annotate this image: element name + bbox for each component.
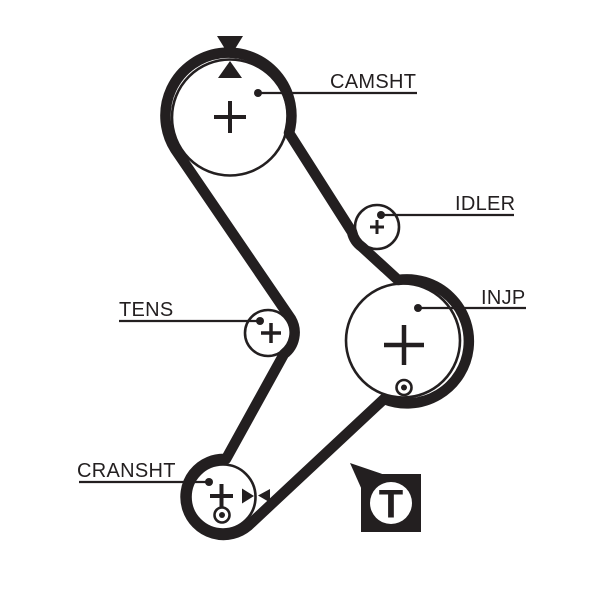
leader-lines <box>79 89 526 486</box>
t-marker-letter: T <box>379 483 403 527</box>
timing-belt <box>160 47 475 541</box>
t-marker: T <box>350 463 421 532</box>
injection-pump-leader-dot <box>414 304 422 312</box>
camshaft-timing-arrows <box>217 36 243 78</box>
camshaft-arrow-down-icon <box>217 36 243 57</box>
tensioner-center-cross <box>261 323 281 343</box>
camshaft-leader-dot <box>254 89 262 97</box>
injection-pump-label: INJP <box>481 287 526 309</box>
crankshaft-label: CRANSHT <box>77 460 176 482</box>
idler-label: IDLER <box>455 193 515 215</box>
crankshaft-arrow-right-icon <box>242 488 254 504</box>
camshaft-center-cross <box>214 101 246 133</box>
tensioner-label: TENS <box>119 299 174 321</box>
injection-pump-bolt-dot <box>401 384 407 391</box>
labels: CAMSHT IDLER INJP TENS CRANSHT <box>77 71 526 482</box>
tensioner-leader-dot <box>256 317 264 325</box>
crankshaft-arrow-left-icon <box>258 489 270 503</box>
idler-center-cross <box>370 220 384 234</box>
camshaft-label: CAMSHT <box>330 71 416 93</box>
crankshaft-leader-dot <box>205 478 213 486</box>
crankshaft-center-cross <box>210 484 233 508</box>
bolt-marks <box>213 378 413 524</box>
camshaft-arrow-up-icon <box>218 61 242 78</box>
t-marker-circle <box>370 482 412 524</box>
crankshaft-timing-arrows <box>242 488 270 504</box>
idler-leader-dot <box>377 211 385 219</box>
pulley-center-marks <box>210 101 424 508</box>
injection-pump-center-cross <box>384 325 424 365</box>
crankshaft-bolt-dot <box>219 512 225 518</box>
